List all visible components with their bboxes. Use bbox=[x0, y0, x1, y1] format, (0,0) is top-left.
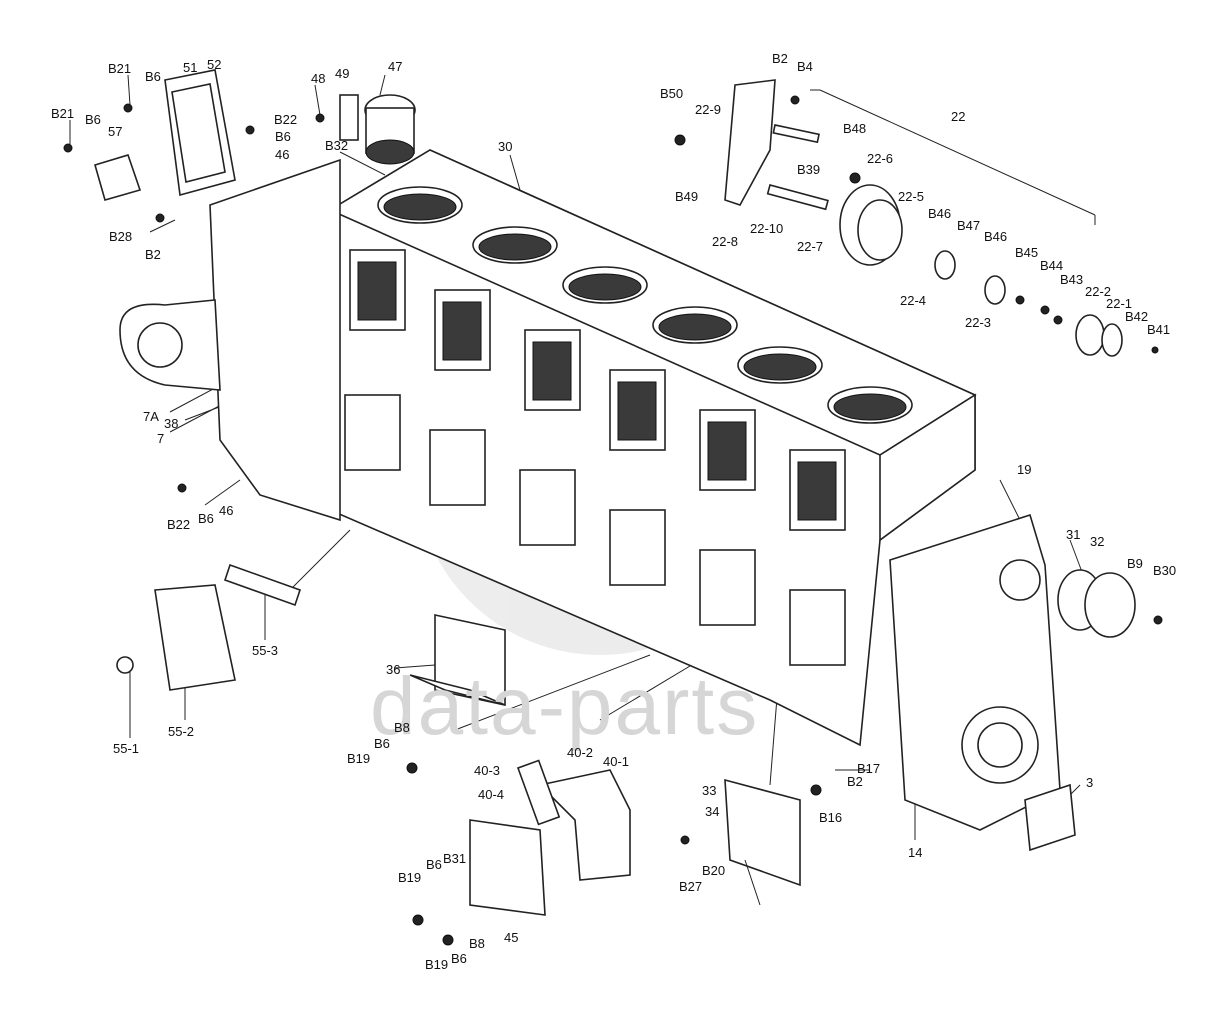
part-label-B48: B48 bbox=[843, 121, 867, 136]
part-label-31: 31 bbox=[1066, 527, 1081, 542]
part-label-47: 47 bbox=[388, 59, 403, 74]
rear-housing bbox=[119, 158, 341, 522]
part-label-B2a: B2 bbox=[145, 247, 161, 262]
part-label-51: 51 bbox=[183, 60, 198, 75]
part-label-B20: B20 bbox=[702, 863, 726, 878]
part-label-B43: B43 bbox=[1060, 272, 1084, 287]
part-label-B41: B41 bbox=[1147, 322, 1171, 337]
part-label-55-1: 55-1 bbox=[113, 741, 140, 756]
part-label-B2b: B2 bbox=[772, 51, 788, 66]
part-label-57: 57 bbox=[108, 124, 123, 139]
part-label-30: 30 bbox=[498, 139, 513, 154]
part-label-B6c: B6 bbox=[275, 129, 291, 144]
part-label-B22b: B22 bbox=[167, 517, 191, 532]
front-cover-plate bbox=[1057, 569, 1136, 638]
part-label-B46a: B46 bbox=[928, 206, 952, 221]
part-label-22: 22 bbox=[951, 109, 966, 124]
part-label-B6g: B6 bbox=[451, 951, 467, 966]
part-label-22-2: 22-2 bbox=[1085, 284, 1112, 299]
part-label-7: 7 bbox=[157, 431, 165, 446]
watermark-text: data-parts bbox=[370, 661, 760, 752]
part-label-34: 34 bbox=[705, 804, 720, 819]
part-label-22-4: 22-4 bbox=[900, 293, 927, 308]
part-label-B16: B16 bbox=[819, 810, 843, 825]
part-label-B17: B17 bbox=[857, 761, 881, 776]
part-label-B32: B32 bbox=[325, 138, 349, 153]
part-label-49: 49 bbox=[335, 66, 350, 81]
part-label-22-7: 22-7 bbox=[797, 239, 824, 254]
part-label-55-2: 55-2 bbox=[168, 724, 195, 739]
part-label-22-5: 22-5 bbox=[898, 189, 925, 204]
part-label-7A: 7A bbox=[143, 409, 159, 424]
part-label-22-10: 22-10 bbox=[750, 221, 784, 236]
part-label-B22a: B22 bbox=[274, 112, 298, 127]
part-label-B49: B49 bbox=[675, 189, 699, 204]
part-label-B31: B31 bbox=[443, 851, 467, 866]
part-label-B6b: B6 bbox=[85, 112, 101, 127]
timing-cover bbox=[889, 513, 1076, 852]
part-label-B21a: B21 bbox=[108, 61, 132, 76]
part-label-B46b: B46 bbox=[984, 229, 1008, 244]
part-label-22-8: 22-8 bbox=[712, 234, 739, 249]
part-label-52: 52 bbox=[207, 57, 222, 72]
part-label-B6f: B6 bbox=[426, 857, 442, 872]
engine-block bbox=[328, 149, 977, 747]
part-label-B30: B30 bbox=[1153, 563, 1177, 578]
leader-lines bbox=[69, 74, 1096, 840]
part-label-B27: B27 bbox=[679, 879, 703, 894]
part-label-B45: B45 bbox=[1015, 245, 1039, 260]
part-label-33: 33 bbox=[702, 783, 717, 798]
part-label-40-3: 40-3 bbox=[474, 763, 501, 778]
part-label-B6d: B6 bbox=[198, 511, 214, 526]
part-label-B19c: B19 bbox=[425, 957, 449, 972]
part-label-B28: B28 bbox=[109, 229, 133, 244]
part-label-B39: B39 bbox=[797, 162, 821, 177]
part-label-38: 38 bbox=[164, 416, 179, 431]
part-label-36: 36 bbox=[386, 662, 401, 677]
part-label-14: 14 bbox=[908, 845, 923, 860]
part-label-B4: B4 bbox=[797, 59, 813, 74]
part-label-B2c: B2 bbox=[847, 774, 863, 789]
part-label-B50: B50 bbox=[660, 86, 684, 101]
part-label-55-3: 55-3 bbox=[252, 643, 279, 658]
part-label-40-1: 40-1 bbox=[603, 754, 630, 769]
fasteners bbox=[63, 95, 1163, 946]
part-label-32: 32 bbox=[1090, 534, 1105, 549]
part-label-40-2: 40-2 bbox=[567, 745, 594, 760]
part-label-22-1: 22-1 bbox=[1106, 296, 1133, 311]
part-label-46a: 46 bbox=[275, 147, 290, 162]
part-label-B8b: B8 bbox=[469, 936, 485, 951]
bottom-components bbox=[116, 563, 801, 916]
part-label-B47: B47 bbox=[957, 218, 981, 233]
top-left-components bbox=[94, 69, 416, 201]
part-label-B6a: B6 bbox=[145, 69, 161, 84]
part-label-19: 19 bbox=[1017, 462, 1032, 477]
part-label-B44: B44 bbox=[1040, 258, 1064, 273]
part-label-22-6: 22-6 bbox=[867, 151, 894, 166]
part-label-B19a: B19 bbox=[347, 751, 371, 766]
part-label-B21b: B21 bbox=[51, 106, 75, 121]
part-label-48: 48 bbox=[311, 71, 326, 86]
part-label-B19b: B19 bbox=[398, 870, 422, 885]
part-label-46b: 46 bbox=[219, 503, 234, 518]
part-label-22-9: 22-9 bbox=[695, 102, 722, 117]
part-label-3: 3 bbox=[1086, 775, 1094, 790]
part-label-40-4: 40-4 bbox=[478, 787, 505, 802]
part-label-22-3: 22-3 bbox=[965, 315, 992, 330]
part-label-B6e: B6 bbox=[374, 736, 390, 751]
part-label-45: 45 bbox=[504, 930, 519, 945]
part-label-B8a: B8 bbox=[394, 720, 410, 735]
part-label-B42: B42 bbox=[1125, 309, 1149, 324]
part-label-B9: B9 bbox=[1127, 556, 1143, 571]
pulley-assembly bbox=[674, 79, 1123, 357]
